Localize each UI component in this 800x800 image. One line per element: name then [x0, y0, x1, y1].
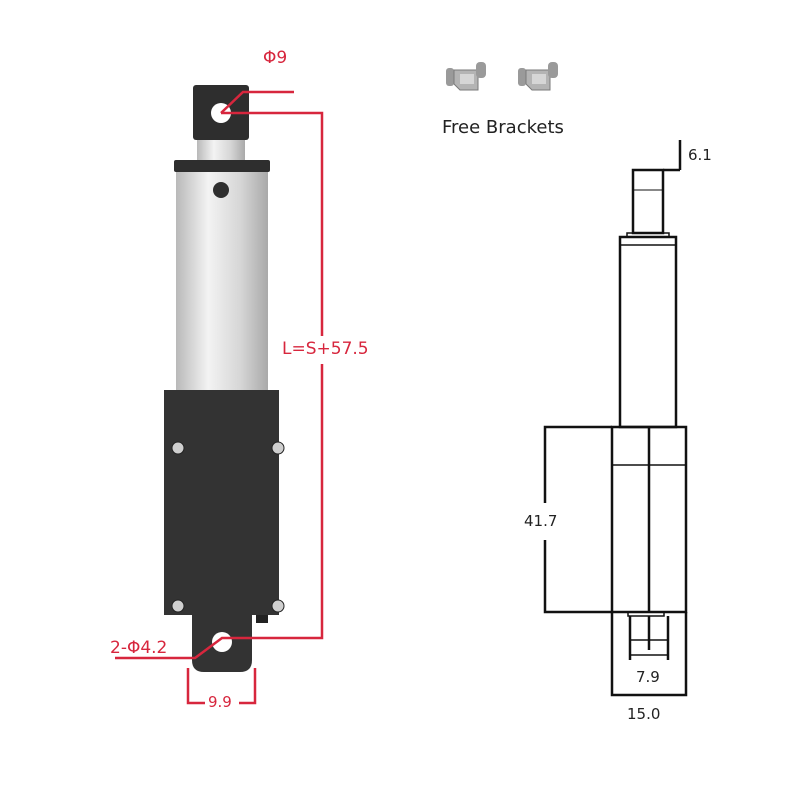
length-formula-label: L=S+57.5	[282, 339, 369, 359]
body-width-dimension: 15.0	[627, 705, 661, 723]
bracket-icon	[518, 62, 558, 91]
brackets-images	[446, 62, 558, 91]
housing-screw	[271, 599, 285, 613]
actuator-render	[164, 85, 285, 672]
cable-outlet	[256, 615, 268, 623]
housing-screw	[171, 441, 185, 455]
rod-tip-dimension: 6.1	[688, 146, 712, 164]
bracket-icon	[446, 62, 486, 91]
brackets-title: Free Brackets	[442, 117, 564, 138]
piston-rod	[197, 140, 245, 160]
mount-width-label: 9.9	[208, 693, 232, 711]
tube-collar	[174, 160, 270, 172]
mount-width-dimension: 7.9	[636, 668, 660, 686]
housing-screw	[171, 599, 185, 613]
rod-hole-diameter-label: Φ9	[263, 48, 288, 68]
tube-screw	[213, 182, 229, 198]
mount-hole-label: 2-Φ4.2	[110, 638, 168, 658]
side-view-drawing	[543, 140, 688, 697]
housing-screw	[271, 441, 285, 455]
body-length-dimension: 41.7	[524, 512, 558, 530]
red-dimensions	[115, 90, 324, 705]
outer-tube	[176, 172, 268, 390]
motor-housing	[164, 390, 279, 615]
